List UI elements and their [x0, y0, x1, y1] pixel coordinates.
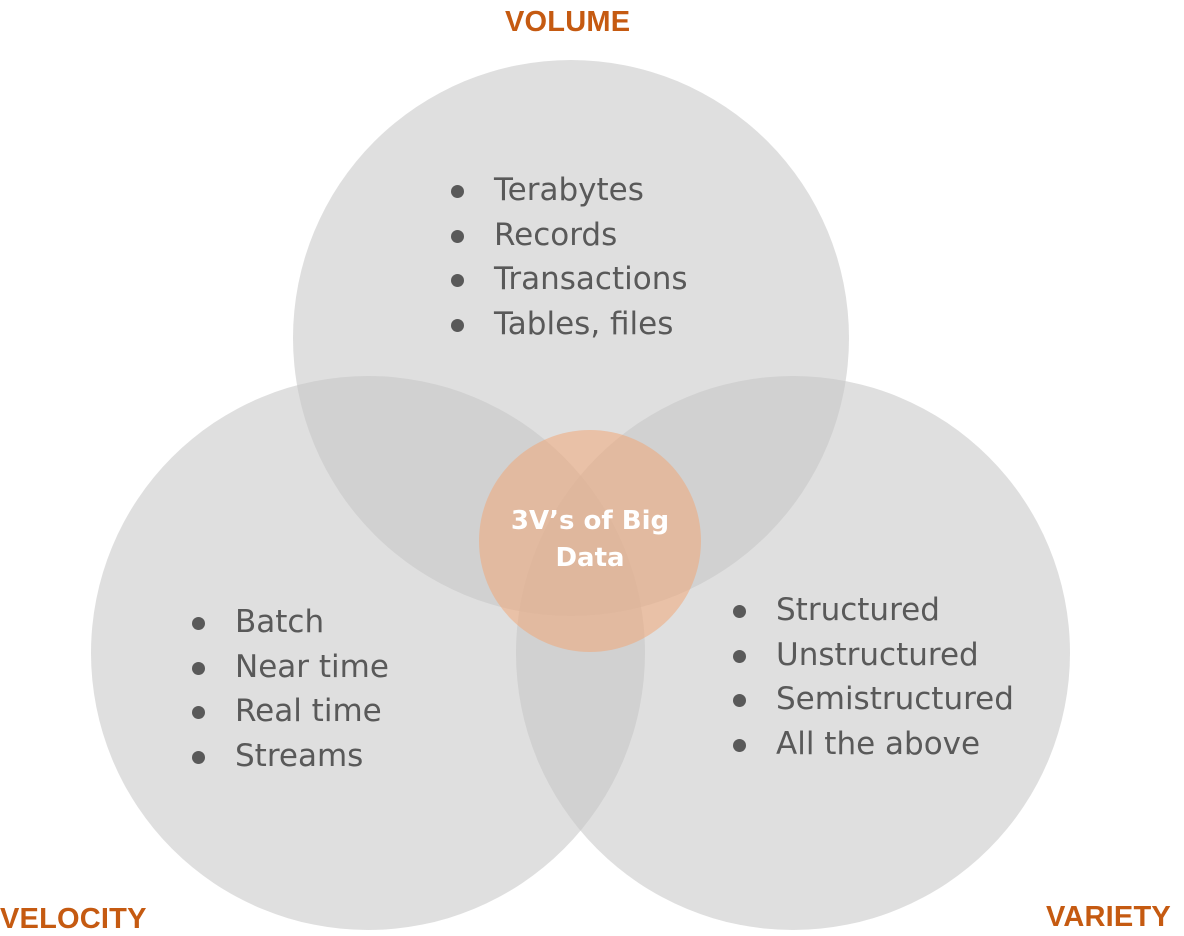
- variety-label: VARIETY: [1046, 901, 1171, 933]
- bullet-icon: [733, 694, 746, 707]
- velocity-list: Batch Near time Real time Streams: [189, 600, 389, 778]
- bullet-icon: [451, 185, 464, 198]
- volume-label: VOLUME: [505, 6, 631, 38]
- bullet-icon: [451, 229, 464, 243]
- velocity-label: VELOCITY: [0, 903, 147, 935]
- volume-list: Terabytes Records Transactions Tables, f…: [448, 168, 688, 346]
- center-title: 3V’s of Big Data: [490, 503, 690, 577]
- bullet-icon: [733, 605, 746, 618]
- center-circle: [479, 430, 701, 652]
- list-item: Tables, files: [448, 302, 688, 347]
- bullet-icon: [451, 318, 464, 332]
- list-item: All the above: [730, 722, 1014, 767]
- bullet-icon: [192, 706, 205, 719]
- list-item: Records: [448, 213, 688, 258]
- variety-list: Structured Unstructured Semistructured A…: [730, 588, 1014, 766]
- list-item: Unstructured: [730, 633, 1014, 678]
- bullet-icon: [192, 661, 205, 675]
- bullet-icon: [451, 274, 464, 287]
- list-item: Near time: [189, 645, 389, 690]
- list-item: Batch: [189, 600, 389, 645]
- center-title-line2: Data: [555, 543, 625, 573]
- list-item: Terabytes: [448, 168, 688, 213]
- list-item: Transactions: [448, 257, 688, 302]
- list-item: Real time: [189, 689, 389, 734]
- center-title-line1: 3V’s of Big: [510, 506, 670, 536]
- list-item: Streams: [189, 734, 389, 779]
- list-item: Semistructured: [730, 677, 1014, 722]
- bullet-icon: [192, 617, 205, 630]
- list-item: Structured: [730, 588, 1014, 633]
- bullet-icon: [733, 738, 746, 752]
- bullet-icon: [733, 649, 746, 663]
- bullet-icon: [192, 750, 205, 764]
